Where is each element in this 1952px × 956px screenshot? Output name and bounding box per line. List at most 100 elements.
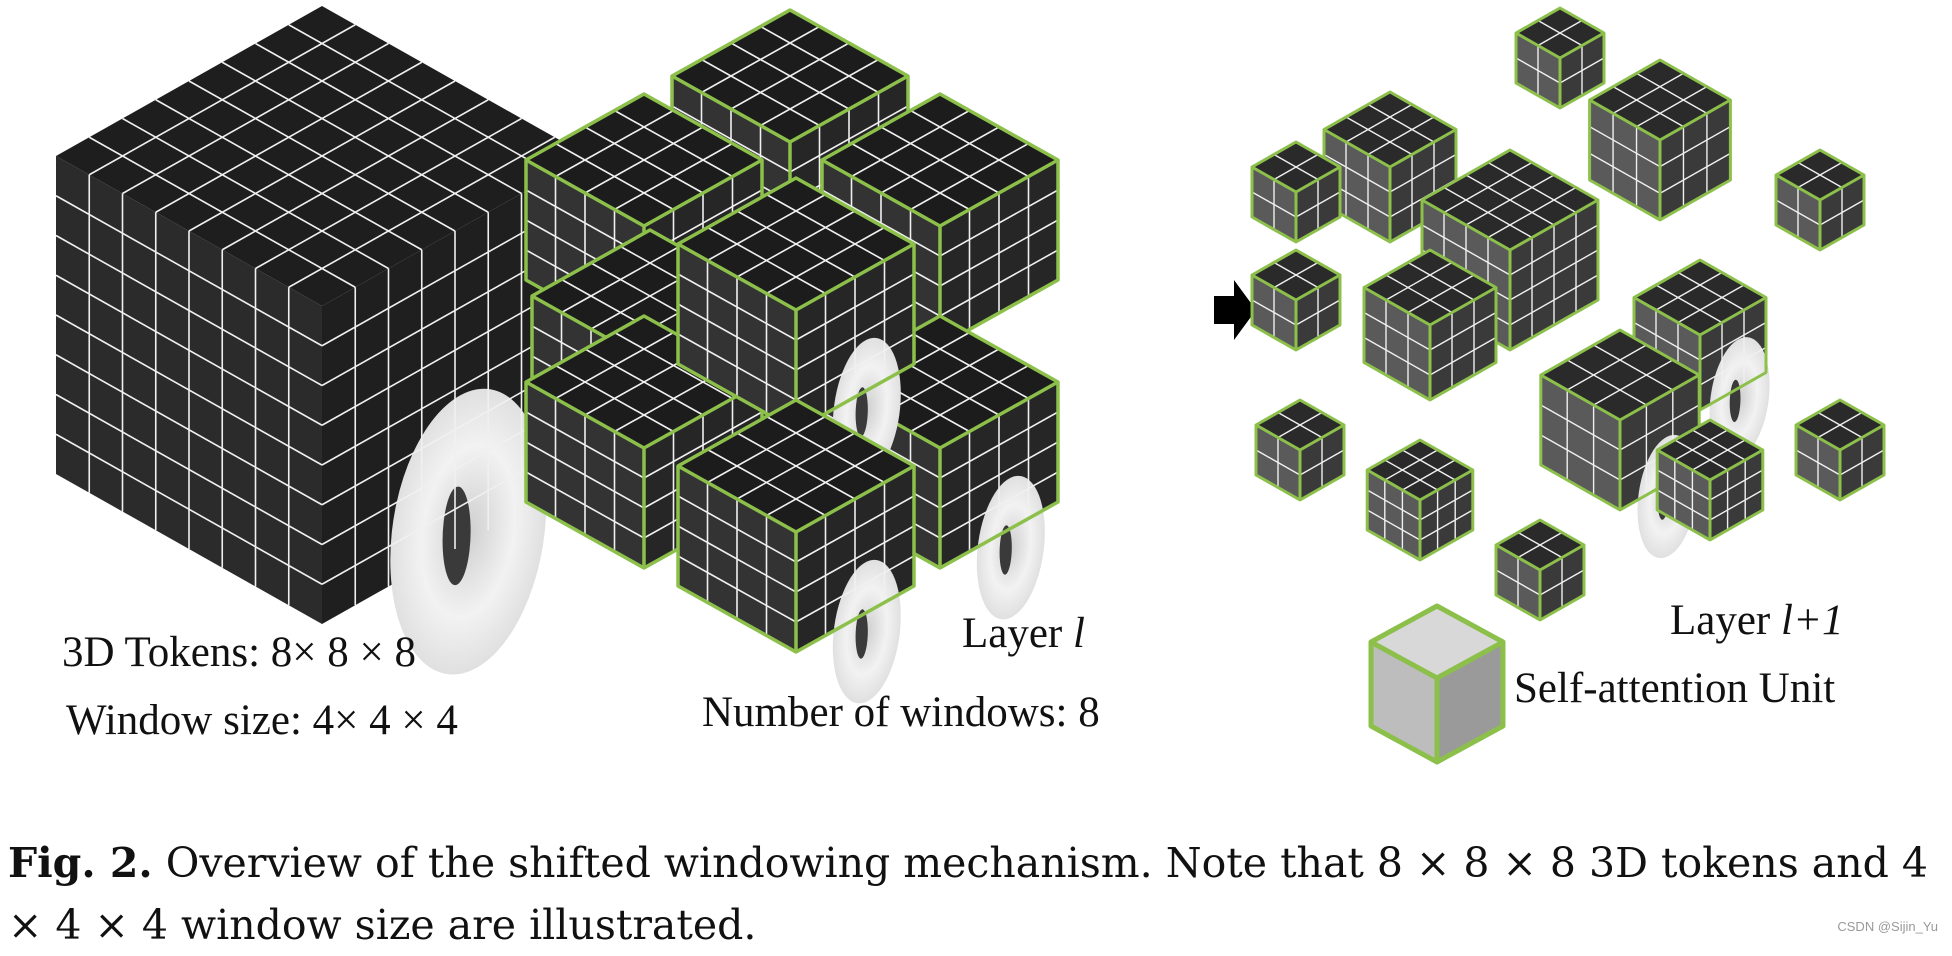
grid-line [707,448,826,517]
grid-line [1709,489,1764,521]
cube-right-face [1660,100,1731,220]
grid-line [1385,261,1453,301]
window-cube [1250,140,1342,244]
grid-line [1612,86,1684,128]
grid-line [736,432,856,500]
cube-left-face [1367,470,1420,560]
window-cube [1362,248,1498,402]
window-cube [1588,58,1732,222]
watermark: CSDN @Sijin_Yu [1837,919,1938,934]
arrow-shape [1214,280,1256,340]
grid-line [1795,449,1841,476]
grid-line [1402,449,1456,481]
grid-line [1419,509,1474,541]
grid-line [1495,569,1541,596]
grid-line [1345,116,1413,156]
window-cube [1365,438,1475,562]
grid-line [1619,404,1700,451]
grid-line [1367,103,1435,143]
grid-line [795,303,915,371]
grid-line [55,393,323,546]
layer-l-plus-1-label: Layer l+1 [1670,599,1843,642]
grid-line [1384,459,1438,491]
grid-line [1345,103,1413,143]
window-cube [1254,398,1346,502]
grid-line [1515,57,1561,84]
grid-line [939,471,1059,539]
grid-line [880,126,1000,194]
grid-line [1566,359,1647,406]
grid-line [701,58,820,127]
brain-ventricle [855,609,868,659]
grid-line [1537,19,1583,47]
cube-right-face [1710,450,1763,540]
grid-line [1295,299,1341,326]
window-cube [1250,248,1342,352]
cube-left-face [1371,642,1437,762]
layer-l-var: l [1073,610,1085,657]
window-cube [1655,418,1765,542]
grid-line [1539,569,1585,596]
grid-line [1443,186,1533,239]
token-cube-8x8x8 [55,6,589,675]
grid-line [910,142,1029,211]
grid-line [707,226,826,295]
grid-line [1655,271,1723,311]
grid-line [525,471,645,539]
window-cube [1368,603,1506,765]
grid-line [736,210,856,278]
layer-l-plus-1-prefix: Layer [1670,597,1782,644]
grid-line [1817,411,1863,439]
grid-line [677,555,797,623]
grid-line [221,99,489,251]
grid-line [1517,531,1563,559]
grid-line [555,142,674,211]
cube-left-face [1657,450,1710,540]
cube-right-face [1437,642,1503,762]
grid-line [1797,161,1843,189]
grid-line [677,303,797,371]
grid-line [1429,311,1497,351]
caption-text: Overview of the shifted windowing mechan… [8,839,1928,949]
grid-line [1255,449,1301,476]
grid-line [1299,449,1345,476]
grid-line [910,364,1029,433]
grid-line [288,136,556,288]
grid-line [1273,261,1319,289]
grid-line [1593,344,1674,391]
grid-line [1633,321,1701,361]
grid-line [122,117,389,270]
layer-l-window-cubes [524,8,1060,704]
grid-line [188,80,456,232]
grid-line [1385,274,1453,314]
grid-line [1295,191,1341,218]
grid-line [1699,346,1767,386]
grid-line [1419,489,1474,521]
grid-line [1775,199,1821,226]
tokens-label: 3D Tokens: 8× 8 × 8 [62,629,417,676]
grid-line [55,354,323,506]
grid-line [1659,152,1731,194]
grid-line [1699,321,1767,361]
grid-line [1692,429,1746,461]
grid-line [555,364,674,433]
grid-line [795,555,915,623]
grid-line [1709,469,1764,501]
grid-line [1589,126,1661,168]
window-cube [676,176,916,482]
grid-line [614,142,733,211]
grid-line [1656,489,1711,521]
window-cube [676,398,916,704]
grid-line [1402,459,1456,491]
grid-line [525,441,645,509]
cube-right-face [1420,470,1473,560]
grid-line [1509,249,1599,301]
grid-line [939,219,1059,287]
grid-line [1593,359,1674,406]
grid-line [88,136,356,288]
grid-line [677,333,797,401]
grid-line [1407,274,1475,314]
grid-line [1509,274,1599,326]
grid-line [1465,174,1555,226]
